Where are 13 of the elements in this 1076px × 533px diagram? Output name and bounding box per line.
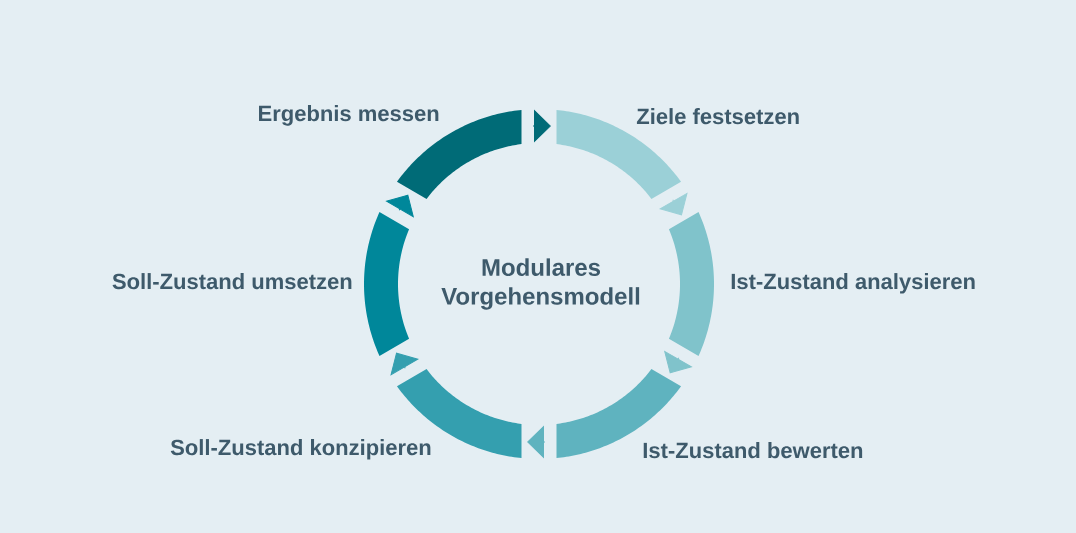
step-label: Ergebnis messen xyxy=(259,105,439,126)
arrowhead xyxy=(659,192,688,216)
step-label: Soll-Zustand umsetzen xyxy=(112,273,352,290)
arrowhead xyxy=(527,426,546,458)
arrowhead xyxy=(532,110,551,142)
step-label: Ist-Zustand analysieren xyxy=(731,273,975,294)
step-label: Ziele festsetzen xyxy=(636,108,799,125)
arrowhead xyxy=(386,194,414,218)
arrowhead xyxy=(664,350,692,374)
step-label: Ist-Zustand bewerten xyxy=(643,442,863,459)
step-label: Soll-Zustand konzipieren xyxy=(170,439,431,460)
center-label: Modulares Vorgehensmodell xyxy=(441,258,640,310)
arrowhead xyxy=(390,352,419,376)
